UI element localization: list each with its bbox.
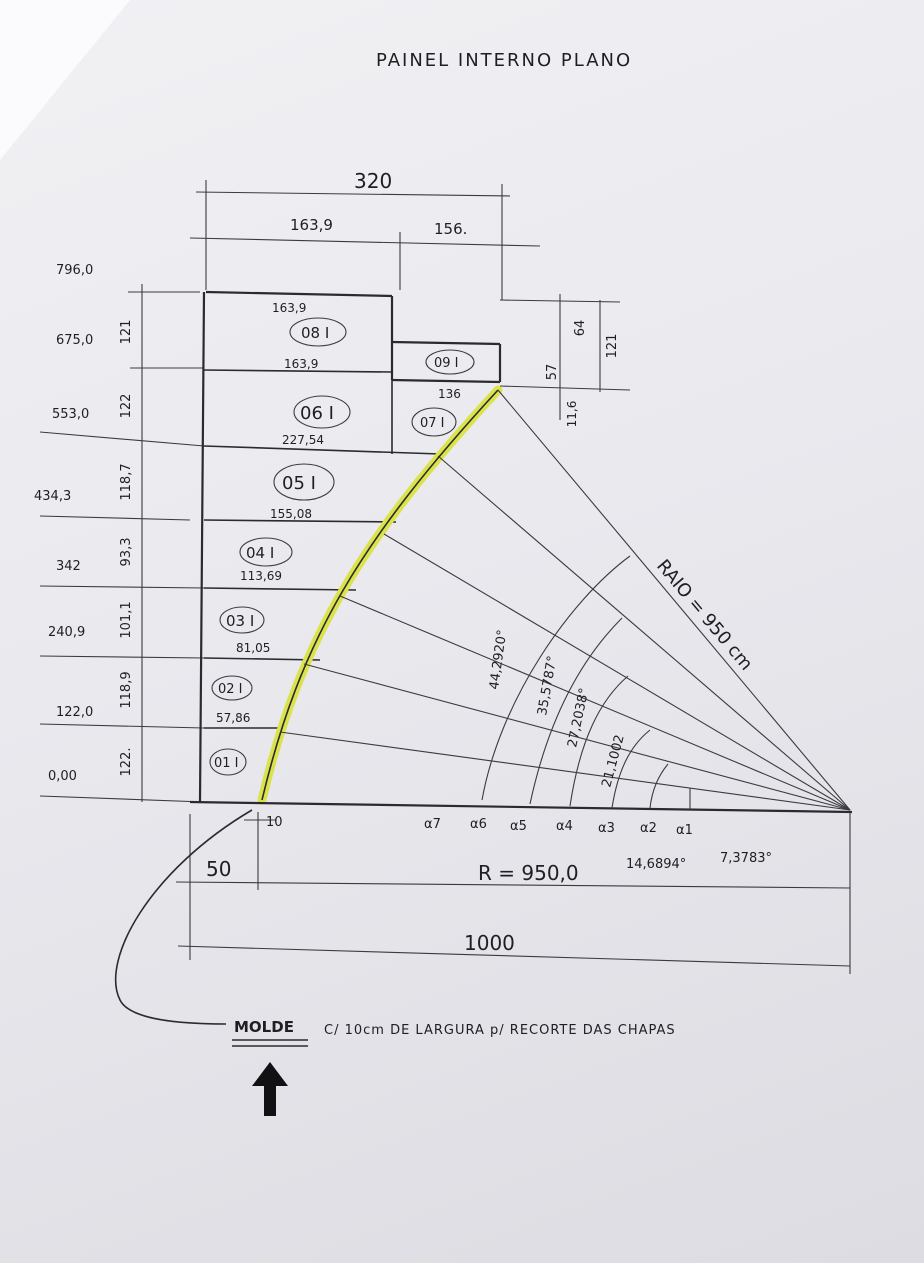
height-mark-675: 675,0 [56,333,93,348]
panel-label-03: 03 I [226,612,254,630]
alpha-1: α1 [676,823,693,838]
title: PAINEL INTERNO PLANO [376,50,632,71]
panel-label-09: 09 I [434,356,459,371]
angle-label-2: 14,6894° [626,857,686,872]
note-emph: MOLDE [234,1018,294,1036]
row-height-5: 101,1 [119,601,134,638]
row-height-6: 118,9 [119,671,134,708]
height-mark-553: 553,0 [52,407,89,422]
row-height-2: 122 [119,394,134,419]
angle-label-1: 7,3783° [720,851,772,866]
panel-width-07: 136 [438,387,461,401]
panel-label-01: 01 I [214,756,239,771]
right-dim-b: 57 [545,364,560,381]
bottom-dim-total: 1000 [464,931,515,955]
panel-label-07: 07 I [420,416,445,431]
dim-line-total [195,191,511,197]
radial-lines [279,389,851,811]
height-mark-434: 434,3 [34,489,71,504]
angle-label-3: 21,1002 [599,733,627,789]
panel-label-04: 04 I [246,544,274,562]
alpha-5: α5 [510,819,527,834]
radius-label: RAIO = 950 cm [652,556,757,675]
dim-line-parts [189,237,541,247]
panel-width-04: 113,69 [240,569,282,583]
page-fold [0,0,130,160]
row-height-4: 93,3 [119,538,134,567]
bottom-dim-small: 10 [266,815,283,830]
alpha-7: α7 [424,817,441,832]
panel-width-03: 81,05 [236,641,270,655]
baseline [189,800,853,814]
width-total: 320 [354,169,392,193]
height-mark-122: 122,0 [56,705,93,720]
alpha-6: α6 [470,817,487,832]
note-text: C/ 10cm DE LARGURA p/ RECORTE DAS CHAPAS [324,1023,676,1038]
leader-curve [115,809,253,1025]
right-dim-d: 11,6 [565,401,579,428]
height-mark-796: 796,0 [56,263,93,278]
right-dim-a: 64 [573,320,588,337]
row-height-3: 118,7 [119,463,134,500]
panel-label-05: 05 I [282,473,316,494]
alpha-4: α4 [556,819,573,834]
panel-width-08-bottom: 163,9 [284,357,318,371]
panel-width-08-top: 163,9 [272,301,306,315]
panel-outline [198,290,502,803]
panel-labels: 08 I 163,9 163,9 09 I 06 I 227,54 07 I 1… [209,301,475,776]
width-right: 156. [434,220,467,238]
panel-width-05: 155,08 [270,507,312,521]
mold-arc [261,389,499,801]
alpha-2: α2 [640,821,657,836]
panel-rows [203,369,441,729]
row-height-7: 122. [119,748,134,777]
alpha-3: α3 [598,821,615,836]
height-mark-0: 0,00 [48,769,77,784]
height-mark-342: 342 [56,559,81,574]
angle-label-6: 44,2920° [487,629,510,691]
bottom-dim-radius: R = 950,0 [478,861,579,885]
row-height-1: 121 [119,320,134,345]
panel-width-06: 227,54 [282,433,324,447]
panel-label-06: 06 I [300,403,334,424]
up-arrow-icon [252,1062,288,1116]
width-left: 163,9 [290,216,333,234]
height-mark-240: 240,9 [48,625,85,640]
panel-width-02: 57,86 [216,711,250,725]
angle-arcs [481,555,691,811]
panel-label-08: 08 I [301,324,329,342]
panel-label-02: 02 I [218,682,243,697]
right-dim-c: 121 [605,334,620,359]
bottom-dim-offset: 50 [206,857,231,881]
angle-label-5: 35,5787° [535,655,560,717]
